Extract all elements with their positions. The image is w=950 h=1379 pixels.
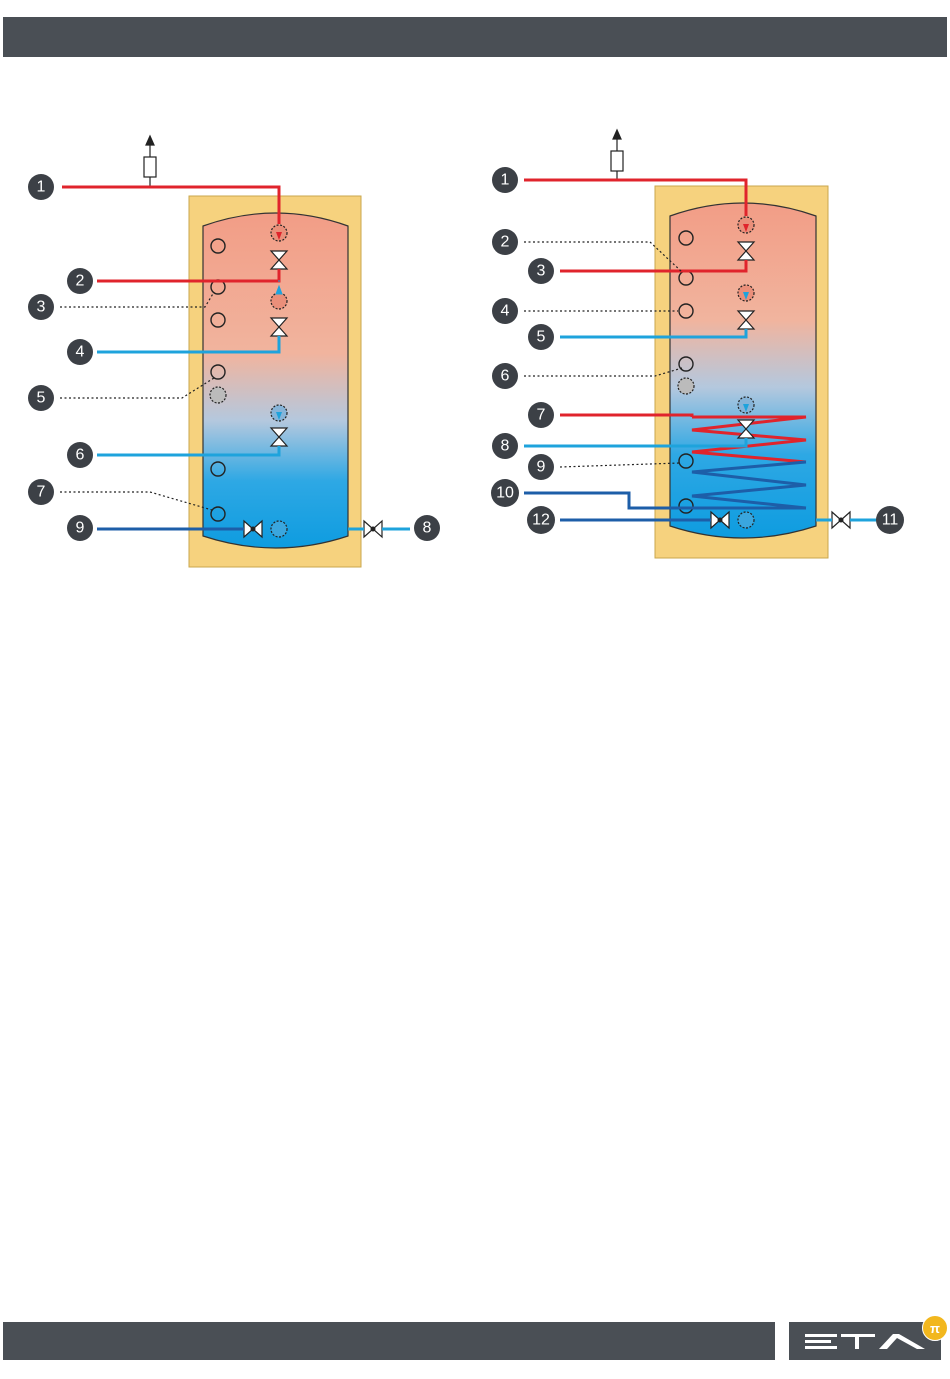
- svg-text:7: 7: [37, 484, 46, 501]
- label-badge-10: 10: [491, 479, 519, 507]
- svg-text:9: 9: [537, 459, 546, 476]
- svg-text:2: 2: [76, 273, 85, 290]
- left-tank-diagram: 1 2 3 4 5 6 7 9 8: [28, 136, 440, 567]
- svg-text:1: 1: [501, 172, 510, 189]
- svg-text:3: 3: [537, 263, 546, 280]
- svg-text:10: 10: [496, 485, 514, 502]
- label-badge-5: 5: [528, 324, 554, 350]
- connection-port: [678, 378, 694, 394]
- eta-logo: [789, 1322, 941, 1360]
- label-badge-8: 8: [414, 515, 440, 541]
- eta-logo-badge-icon: π: [922, 1315, 948, 1341]
- label-badge-9: 9: [528, 454, 554, 480]
- label-badge-12: 12: [527, 506, 555, 534]
- label-badge-6: 6: [492, 363, 518, 389]
- label-badge-7: 7: [528, 402, 554, 428]
- svg-text:9: 9: [76, 520, 85, 537]
- label-badge-11: 11: [876, 506, 904, 534]
- footer-bar: [3, 1322, 775, 1360]
- svg-text:3: 3: [37, 299, 46, 316]
- label-badge-6: 6: [67, 442, 93, 468]
- label-badge-3: 3: [28, 294, 54, 320]
- svg-text:12: 12: [532, 512, 550, 529]
- right-tank-diagram: 1 2 3 4 5 6 7 8 9 10 12 11: [491, 130, 904, 558]
- svg-text:11: 11: [882, 512, 899, 529]
- nozzle: [271, 521, 287, 537]
- label-badge-4: 4: [67, 339, 93, 365]
- connection-port: [210, 387, 226, 403]
- air-vent-icon: [611, 130, 623, 180]
- label-badge-2: 2: [492, 229, 518, 255]
- eta-logo-mark-icon: [789, 1322, 941, 1360]
- svg-text:1: 1: [37, 179, 46, 196]
- nozzle: [738, 512, 754, 528]
- label-badge-3: 3: [528, 258, 554, 284]
- label-badge-4: 4: [492, 298, 518, 324]
- svg-text:4: 4: [501, 303, 510, 320]
- label-badge-1: 1: [28, 174, 54, 200]
- svg-text:7: 7: [537, 407, 546, 424]
- label-badge-1: 1: [492, 167, 518, 193]
- label-badge-7: 7: [28, 479, 54, 505]
- label-badge-2: 2: [67, 268, 93, 294]
- label-badge-8: 8: [492, 433, 518, 459]
- svg-text:5: 5: [37, 390, 46, 407]
- svg-text:8: 8: [501, 438, 510, 455]
- svg-text:6: 6: [501, 368, 510, 385]
- svg-text:6: 6: [76, 447, 85, 464]
- svg-text:8: 8: [423, 520, 432, 537]
- label-badge-5: 5: [28, 385, 54, 411]
- right-tank-water: [670, 203, 816, 538]
- svg-text:2: 2: [501, 234, 510, 251]
- svg-text:4: 4: [76, 344, 85, 361]
- svg-text:5: 5: [537, 329, 546, 346]
- air-vent-icon: [144, 136, 156, 187]
- nozzle: [271, 293, 287, 309]
- label-badge-9: 9: [67, 515, 93, 541]
